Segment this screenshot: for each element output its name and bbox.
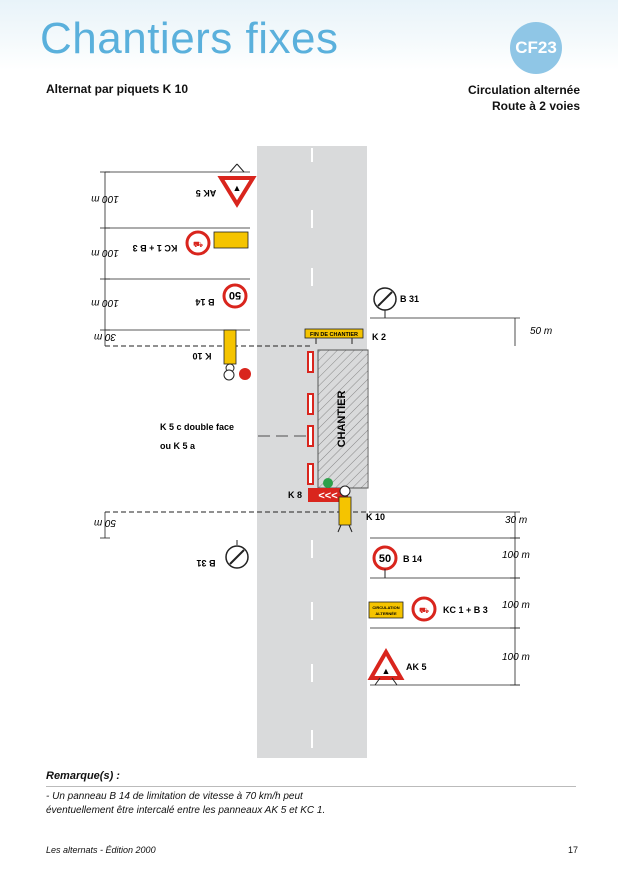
page-number: 17 — [567, 845, 578, 855]
right-b31-label: B 31 — [400, 294, 419, 304]
right-kc1-b3-signs: CIRCULATION ALTERNÉE ⛟ — [368, 596, 437, 622]
circ-panel-line1: CIRCULATION — [372, 605, 399, 610]
remark-text: - Un panneau B 14 de limitation de vites… — [46, 791, 326, 816]
right-dist-3: 100 m — [502, 652, 530, 663]
right-ak5-sign: ▲ — [367, 647, 405, 686]
subtitle-right-line1: Circulation alternée — [467, 83, 580, 97]
k2-label: K 2 — [372, 332, 386, 342]
k5c-label-line1: K 5 c double face — [160, 422, 234, 432]
section-badge: CF23 — [510, 22, 562, 74]
subtitle-right-line2: Route à 2 voies — [491, 99, 580, 113]
left-b14-label: B 14 — [195, 297, 214, 307]
k5c-markers — [307, 351, 314, 485]
right-dimensions — [370, 317, 520, 686]
no-overtaking-icon-right: ⛟ — [419, 606, 429, 615]
left-ak5-sign: ▲ — [217, 163, 257, 208]
remark-title: Remarque(s) : — [46, 770, 120, 782]
right-k10-flagman — [337, 485, 353, 533]
left-k10-label: K 10 — [192, 351, 211, 361]
left-dist-3: 100 m — [91, 297, 119, 308]
right-dist-50: 50 m — [530, 326, 552, 337]
remark-divider — [46, 786, 576, 787]
left-dist-1: 100 m — [91, 193, 119, 204]
person-working-icon: ▲ — [233, 183, 242, 193]
k2-panel-text: FIN DE CHANTIER — [310, 332, 358, 338]
left-ak5-label: AK 5 — [196, 188, 217, 198]
right-b14-sign: 50 — [372, 545, 398, 578]
left-k10-flagman — [223, 329, 251, 381]
left-dist-4: 30 m — [94, 331, 116, 342]
footer-left: Les alternats - Édition 2000 — [46, 845, 156, 855]
left-b14-sign: 50 — [222, 283, 248, 309]
k8-label: K 8 — [288, 490, 302, 500]
circ-panel-line2: ALTERNÉE — [375, 611, 397, 616]
left-b14-value: 50 — [229, 289, 241, 301]
k8-chevron-panel: <<< — [308, 478, 348, 502]
right-dist-2: 100 m — [502, 600, 530, 611]
person-working-icon-right: ▲ — [382, 666, 391, 676]
left-b31-sign — [225, 540, 249, 569]
page-title: Chantiers fixes — [40, 14, 339, 63]
right-dist-1: 100 m — [502, 550, 530, 561]
right-b14-value: 50 — [379, 553, 391, 565]
left-kc1-b3-label: KC 1 + B 3 — [133, 243, 178, 253]
right-k10-label: K 10 — [366, 512, 385, 522]
left-dimensions — [100, 171, 250, 539]
work-zone-label: CHANTIER — [336, 391, 348, 448]
subtitle-left: Alternat par piquets K 10 — [46, 82, 189, 96]
right-kc1-b3-label: KC 1 + B 3 — [443, 605, 488, 615]
right-b14-label: B 14 — [403, 554, 422, 564]
left-dist-2: 100 m — [91, 247, 119, 258]
right-dist-30: 30 m — [505, 515, 527, 526]
no-overtaking-icon: ⛟ — [193, 240, 203, 249]
right-b31-sign — [373, 287, 397, 318]
right-ak5-label: AK 5 — [406, 662, 427, 672]
left-kc1-b3-signs: ⛟ — [185, 230, 249, 256]
svg-text:<<<: <<< — [318, 490, 337, 502]
subtitle-right: Circulation alternée Route à 2 voies — [468, 82, 580, 114]
left-dist-5: 50 m — [94, 517, 116, 528]
k5c-label-line2: ou K 5 a — [160, 441, 196, 451]
work-zone — [317, 349, 369, 489]
left-b31-label: B 31 — [196, 558, 215, 568]
k2-panel — [304, 328, 364, 339]
